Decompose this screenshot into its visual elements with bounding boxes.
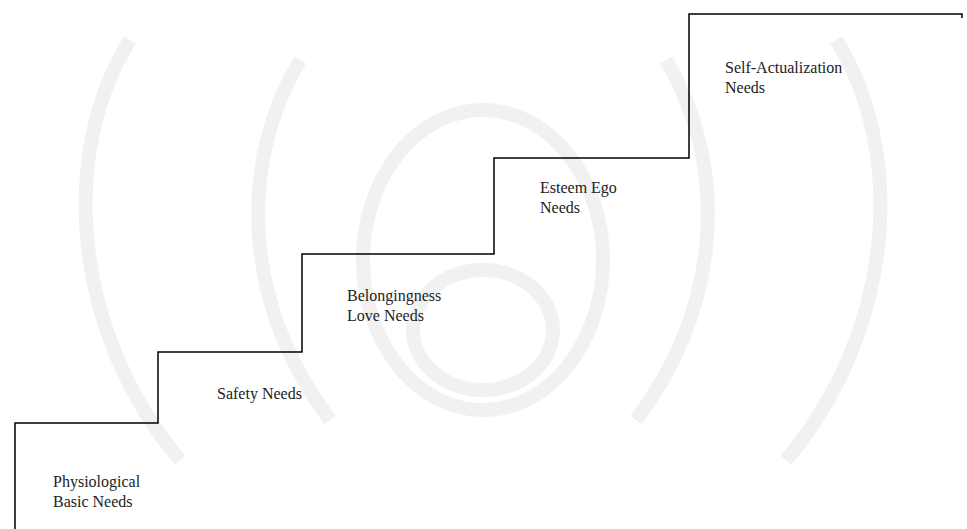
step-label: Physiological Basic Needs <box>53 472 153 512</box>
watermark-wing <box>786 40 880 460</box>
watermark-wing <box>258 60 330 420</box>
staircase-line <box>15 14 962 529</box>
step-label: Self-Actualization Needs <box>725 58 865 98</box>
watermark-emblem <box>86 40 881 460</box>
step-label: Esteem Ego Needs <box>540 178 640 218</box>
watermark-wing <box>86 40 180 460</box>
step-label: Safety Needs <box>217 384 357 404</box>
watermark-wing <box>636 60 708 420</box>
step-label: Belongingness Love Needs <box>347 286 467 326</box>
watermark-ring <box>363 110 603 410</box>
